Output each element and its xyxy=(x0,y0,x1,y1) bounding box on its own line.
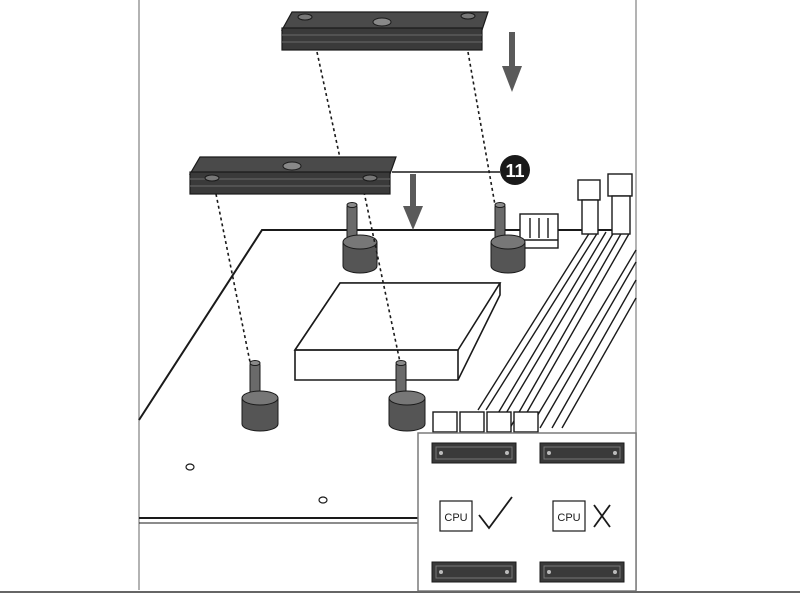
cpu-label-incorrect: CPU xyxy=(557,512,580,524)
heatsink-bar-lower xyxy=(188,156,397,195)
check-icon xyxy=(478,496,513,530)
board-holes xyxy=(185,463,328,504)
inset-bar-incorrect-bottom xyxy=(539,561,625,583)
inset-bar-correct-top xyxy=(431,442,517,464)
standoff-rear-right xyxy=(490,202,526,274)
cpu-box-incorrect xyxy=(552,500,586,532)
heatsink-bar-top xyxy=(280,11,489,51)
down-arrow-icon xyxy=(403,174,423,230)
standoff-front-right xyxy=(388,360,426,432)
step-badge: 11 xyxy=(500,155,530,185)
fan-header xyxy=(519,213,559,249)
cpu-socket-block xyxy=(293,282,502,381)
cpu-box-correct xyxy=(439,500,473,532)
inset-bar-incorrect-top xyxy=(539,442,625,464)
standoff-front-left xyxy=(241,360,279,432)
cpu-label-correct: CPU xyxy=(444,512,467,524)
cross-icon xyxy=(593,504,611,528)
alignment-dashed-lines xyxy=(215,51,496,363)
dimm-top-latches xyxy=(577,173,633,235)
dimm-bottom-latches xyxy=(432,411,539,433)
step-number: 11 xyxy=(505,161,524,181)
down-arrow-icon xyxy=(502,32,522,92)
dimm-slots xyxy=(477,231,637,429)
orientation-inset: CPU CPU xyxy=(417,432,637,592)
inset-bar-correct-bottom xyxy=(431,561,517,583)
standoff-rear-left xyxy=(342,202,378,274)
